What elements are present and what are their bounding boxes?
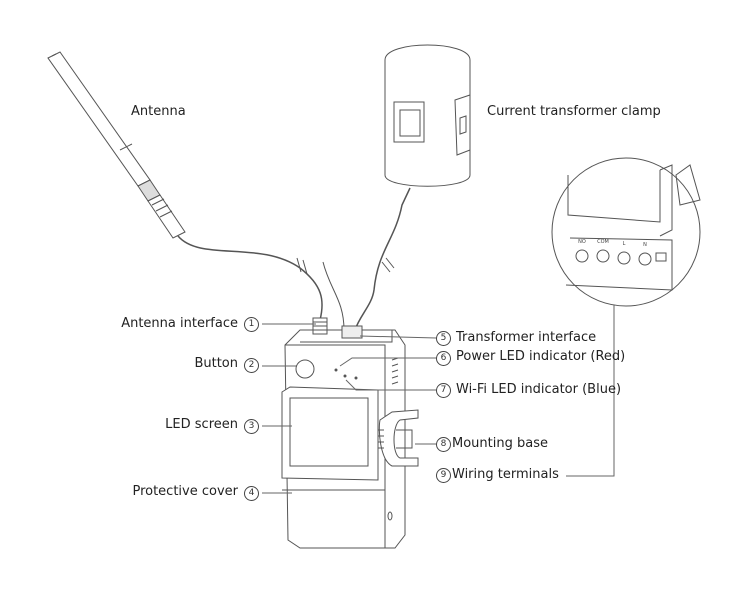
callout-number-1: 1 bbox=[244, 317, 259, 332]
mounting-base-label: Mounting base bbox=[452, 436, 548, 451]
terminals-inset bbox=[551, 157, 701, 307]
callout-number-3: 3 bbox=[244, 419, 259, 434]
wifi-led-label: Wi-Fi LED indicator (Blue) bbox=[456, 382, 622, 397]
callout-number-6: 6 bbox=[436, 351, 451, 366]
terminal-label-no: NO bbox=[578, 239, 586, 245]
terminal-label-n: N bbox=[643, 242, 647, 248]
leader-lines bbox=[262, 302, 615, 494]
callout-number-8: 8 bbox=[436, 437, 451, 452]
device-drawing bbox=[281, 317, 419, 549]
led-screen-label: LED screen bbox=[165, 417, 238, 432]
antenna-drawing bbox=[47, 51, 323, 321]
terminal-label-com: COM bbox=[597, 239, 609, 245]
power-led-label: Power LED indicator (Red) bbox=[456, 349, 626, 364]
wiring-terminals-label: Wiring terminals bbox=[452, 467, 559, 482]
clamp-label: Current transformer clamp bbox=[487, 104, 661, 119]
callout-number-4: 4 bbox=[244, 486, 259, 501]
terminal-label-l: L bbox=[623, 241, 626, 247]
callout-number-9: 9 bbox=[436, 468, 451, 483]
callout-number-7: 7 bbox=[436, 383, 451, 398]
transformer-interface-label: Transformer interface bbox=[456, 330, 597, 345]
button-label: Button bbox=[194, 356, 238, 371]
callout-number-2: 2 bbox=[244, 358, 259, 373]
antenna-label: Antenna bbox=[131, 104, 186, 119]
protective-cover-label: Protective cover bbox=[132, 484, 238, 499]
clamp-drawing bbox=[322, 44, 471, 331]
antenna-interface-label: Antenna interface bbox=[121, 316, 238, 331]
callout-number-5: 5 bbox=[436, 331, 451, 346]
